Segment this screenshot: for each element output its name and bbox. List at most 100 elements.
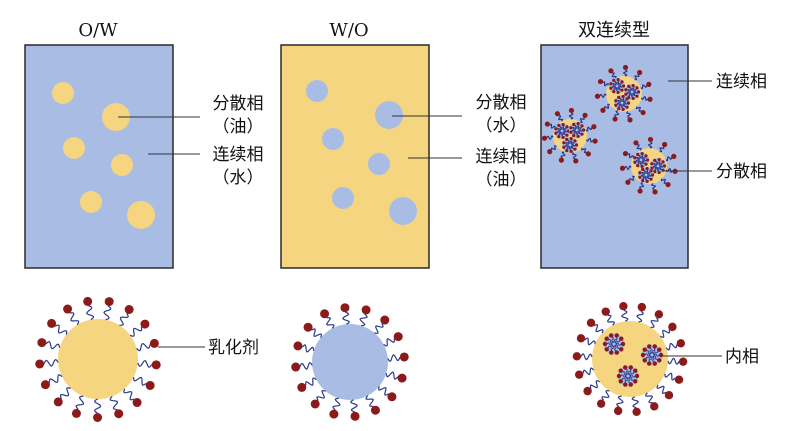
surfactant-head	[609, 82, 613, 86]
surfactant-tail	[301, 344, 315, 353]
surfactant-head	[380, 315, 390, 325]
surfactant-tail	[617, 86, 622, 91]
surfactant-head	[586, 318, 596, 328]
surfactant-head	[661, 160, 665, 164]
surfactant-tail	[627, 88, 632, 93]
surfactant-head	[640, 151, 644, 156]
surfactant-tail	[571, 143, 576, 147]
surfactant-head	[645, 158, 650, 162]
surfactant-tail	[660, 178, 667, 184]
surfactant-head	[620, 341, 626, 347]
surfactant-head	[124, 304, 134, 314]
oil-droplet	[102, 103, 130, 131]
ow-title: O/W	[78, 20, 118, 41]
surfactant-tail	[560, 151, 566, 159]
surfactant-head	[633, 379, 638, 384]
emulsifier-label: 乳化剂	[208, 338, 259, 358]
surfactant-tail	[627, 153, 634, 159]
surfactant-head	[569, 126, 573, 130]
surfactant-head	[580, 124, 584, 128]
surfactant-head	[387, 392, 397, 402]
surfactant-head	[676, 339, 686, 348]
surfactant-head	[636, 152, 640, 156]
surfactant-tail	[646, 350, 652, 355]
wo-panel	[280, 44, 430, 269]
surfactant-tail	[635, 159, 640, 163]
surfactant-head	[370, 405, 380, 415]
surfactant-tail	[659, 146, 665, 153]
surfactant-tail	[342, 311, 350, 325]
surfactant-head	[647, 361, 652, 366]
surfactant-head	[650, 402, 659, 411]
surfactant-tail	[59, 387, 71, 399]
surfactant-head	[585, 151, 591, 157]
surfactant-tail	[636, 310, 644, 323]
surfactant-head	[625, 179, 631, 185]
surfactant-tail	[573, 130, 578, 135]
surfactant-tail	[658, 166, 663, 171]
surfactant-tail	[643, 170, 647, 174]
surfactant-tail	[656, 167, 661, 172]
surfactant-tail	[69, 312, 80, 326]
surfactant-head	[612, 90, 616, 94]
surfactant-tail	[565, 141, 570, 146]
surfactant-head	[678, 357, 688, 366]
surfactant-tail	[626, 91, 631, 95]
surfactant-head	[145, 380, 155, 390]
surfactant-head	[63, 304, 73, 314]
surfactant-head	[626, 101, 631, 105]
surfactant-tail	[652, 355, 658, 360]
wo-water-droplets	[306, 80, 417, 225]
surfactant-tail	[123, 388, 135, 401]
surfactant-tail	[610, 344, 615, 351]
surfactant-tail	[631, 396, 639, 409]
surfactant-tail	[566, 145, 571, 150]
surfactant-tail	[54, 324, 68, 335]
surfactant-head	[592, 138, 598, 144]
water-droplet	[389, 197, 417, 225]
surfactant-tail	[562, 131, 567, 136]
surfactant-tail	[612, 82, 617, 87]
surfactant-head	[617, 107, 621, 111]
surfactant-head	[574, 370, 584, 379]
surfactant-head	[621, 107, 625, 112]
surfactant-head	[604, 347, 609, 352]
surfactant-tail	[667, 357, 680, 365]
surfactant-head	[633, 140, 639, 146]
surfactant-head	[554, 127, 558, 131]
surfactant-head	[647, 96, 653, 102]
surfactant-head	[616, 77, 620, 82]
surfactant-tail	[623, 101, 628, 105]
surfactant-tail	[567, 140, 571, 144]
surfactant-tail	[614, 344, 620, 349]
double-micelle	[572, 302, 688, 416]
surfactant-tail	[611, 337, 615, 343]
surfactant-tail	[577, 126, 582, 130]
surfactant-head	[631, 96, 635, 101]
surfactant-tail	[618, 103, 623, 108]
surfactant-head	[622, 150, 629, 157]
surfactant-tail	[629, 87, 633, 91]
surfactant-tail	[644, 176, 649, 181]
wo-title: W/O	[329, 20, 368, 41]
surfactant-tail	[641, 156, 646, 160]
surfactant-tail	[614, 110, 620, 118]
surfactant-head	[565, 133, 569, 137]
surfactant-head	[623, 382, 628, 387]
surfactant-tail	[556, 130, 561, 134]
surfactant-head	[619, 302, 628, 311]
surfactant-head	[633, 156, 637, 160]
surfactant-tail	[350, 399, 358, 413]
surfactant-tail	[654, 166, 659, 171]
surfactant-tail	[622, 103, 627, 108]
surfactant-head	[53, 397, 63, 407]
surfactant-head	[544, 121, 550, 127]
surfactant-tail	[628, 376, 634, 381]
surfactant-head	[557, 123, 561, 127]
oil-droplet	[80, 191, 102, 213]
surfactant-tail	[45, 341, 61, 350]
surfactant-tail	[634, 74, 640, 81]
surfactant-tail	[613, 337, 618, 344]
surfactant-head	[581, 128, 586, 132]
